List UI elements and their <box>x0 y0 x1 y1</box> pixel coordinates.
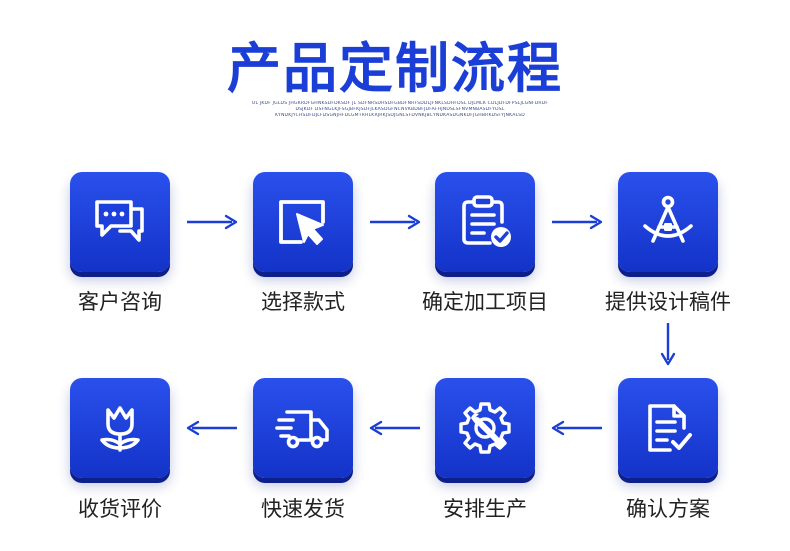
step-label-draft: 提供设计稿件 <box>605 290 731 314</box>
arrow-down-icon <box>660 323 676 366</box>
arrow-right-icon <box>552 214 603 230</box>
arrow-left-icon <box>369 420 420 436</box>
arrow-left-icon <box>186 420 237 436</box>
clipboard-check-icon <box>462 195 511 247</box>
delivery-truck-icon <box>275 410 329 449</box>
step-label-review: 收货评价 <box>78 497 162 521</box>
step-label-produce: 安排生产 <box>443 497 527 521</box>
step-label-select: 选择款式 <box>261 290 345 314</box>
step-ship <box>253 378 353 478</box>
step-draft <box>618 172 718 272</box>
step-consult <box>70 172 170 272</box>
step-label-confirm-plan: 确认方案 <box>626 497 710 521</box>
compass-icon <box>643 195 693 243</box>
step-label-ship: 快速发货 <box>261 497 345 521</box>
step-label-consult: 客户咨询 <box>78 290 162 314</box>
step-produce <box>435 378 535 478</box>
chat-bubbles-icon <box>95 200 144 242</box>
arrow-right-icon <box>187 214 238 230</box>
step-select <box>253 172 353 272</box>
step-label-confirm-items: 确定加工项目 <box>422 290 548 314</box>
document-check-icon <box>648 404 692 452</box>
arrow-right-icon <box>370 214 421 230</box>
cursor-select-icon <box>279 200 325 245</box>
subtext-line-2: DSJKDF DSFNGLKJFSGJBFKJSDFJLKASDGFNCNVKB… <box>295 107 505 112</box>
step-confirm-items <box>435 172 535 272</box>
step-confirm-plan <box>618 378 718 478</box>
subtext-line-3: KYNDKJYCHSDFDJLFDSGNJHFDLGMTRHLKRJRKJSDJ… <box>275 113 525 118</box>
page-title: 产品定制流程 <box>227 37 563 100</box>
subtext-line-1: OL JKDF JGLDS JHGKRDFGHNKSDFDKSDF JL SDF… <box>251 101 549 106</box>
step-review <box>70 378 170 478</box>
gear-wrench-icon <box>459 402 511 454</box>
arrow-left-icon <box>551 420 602 436</box>
tulip-icon <box>100 406 140 452</box>
